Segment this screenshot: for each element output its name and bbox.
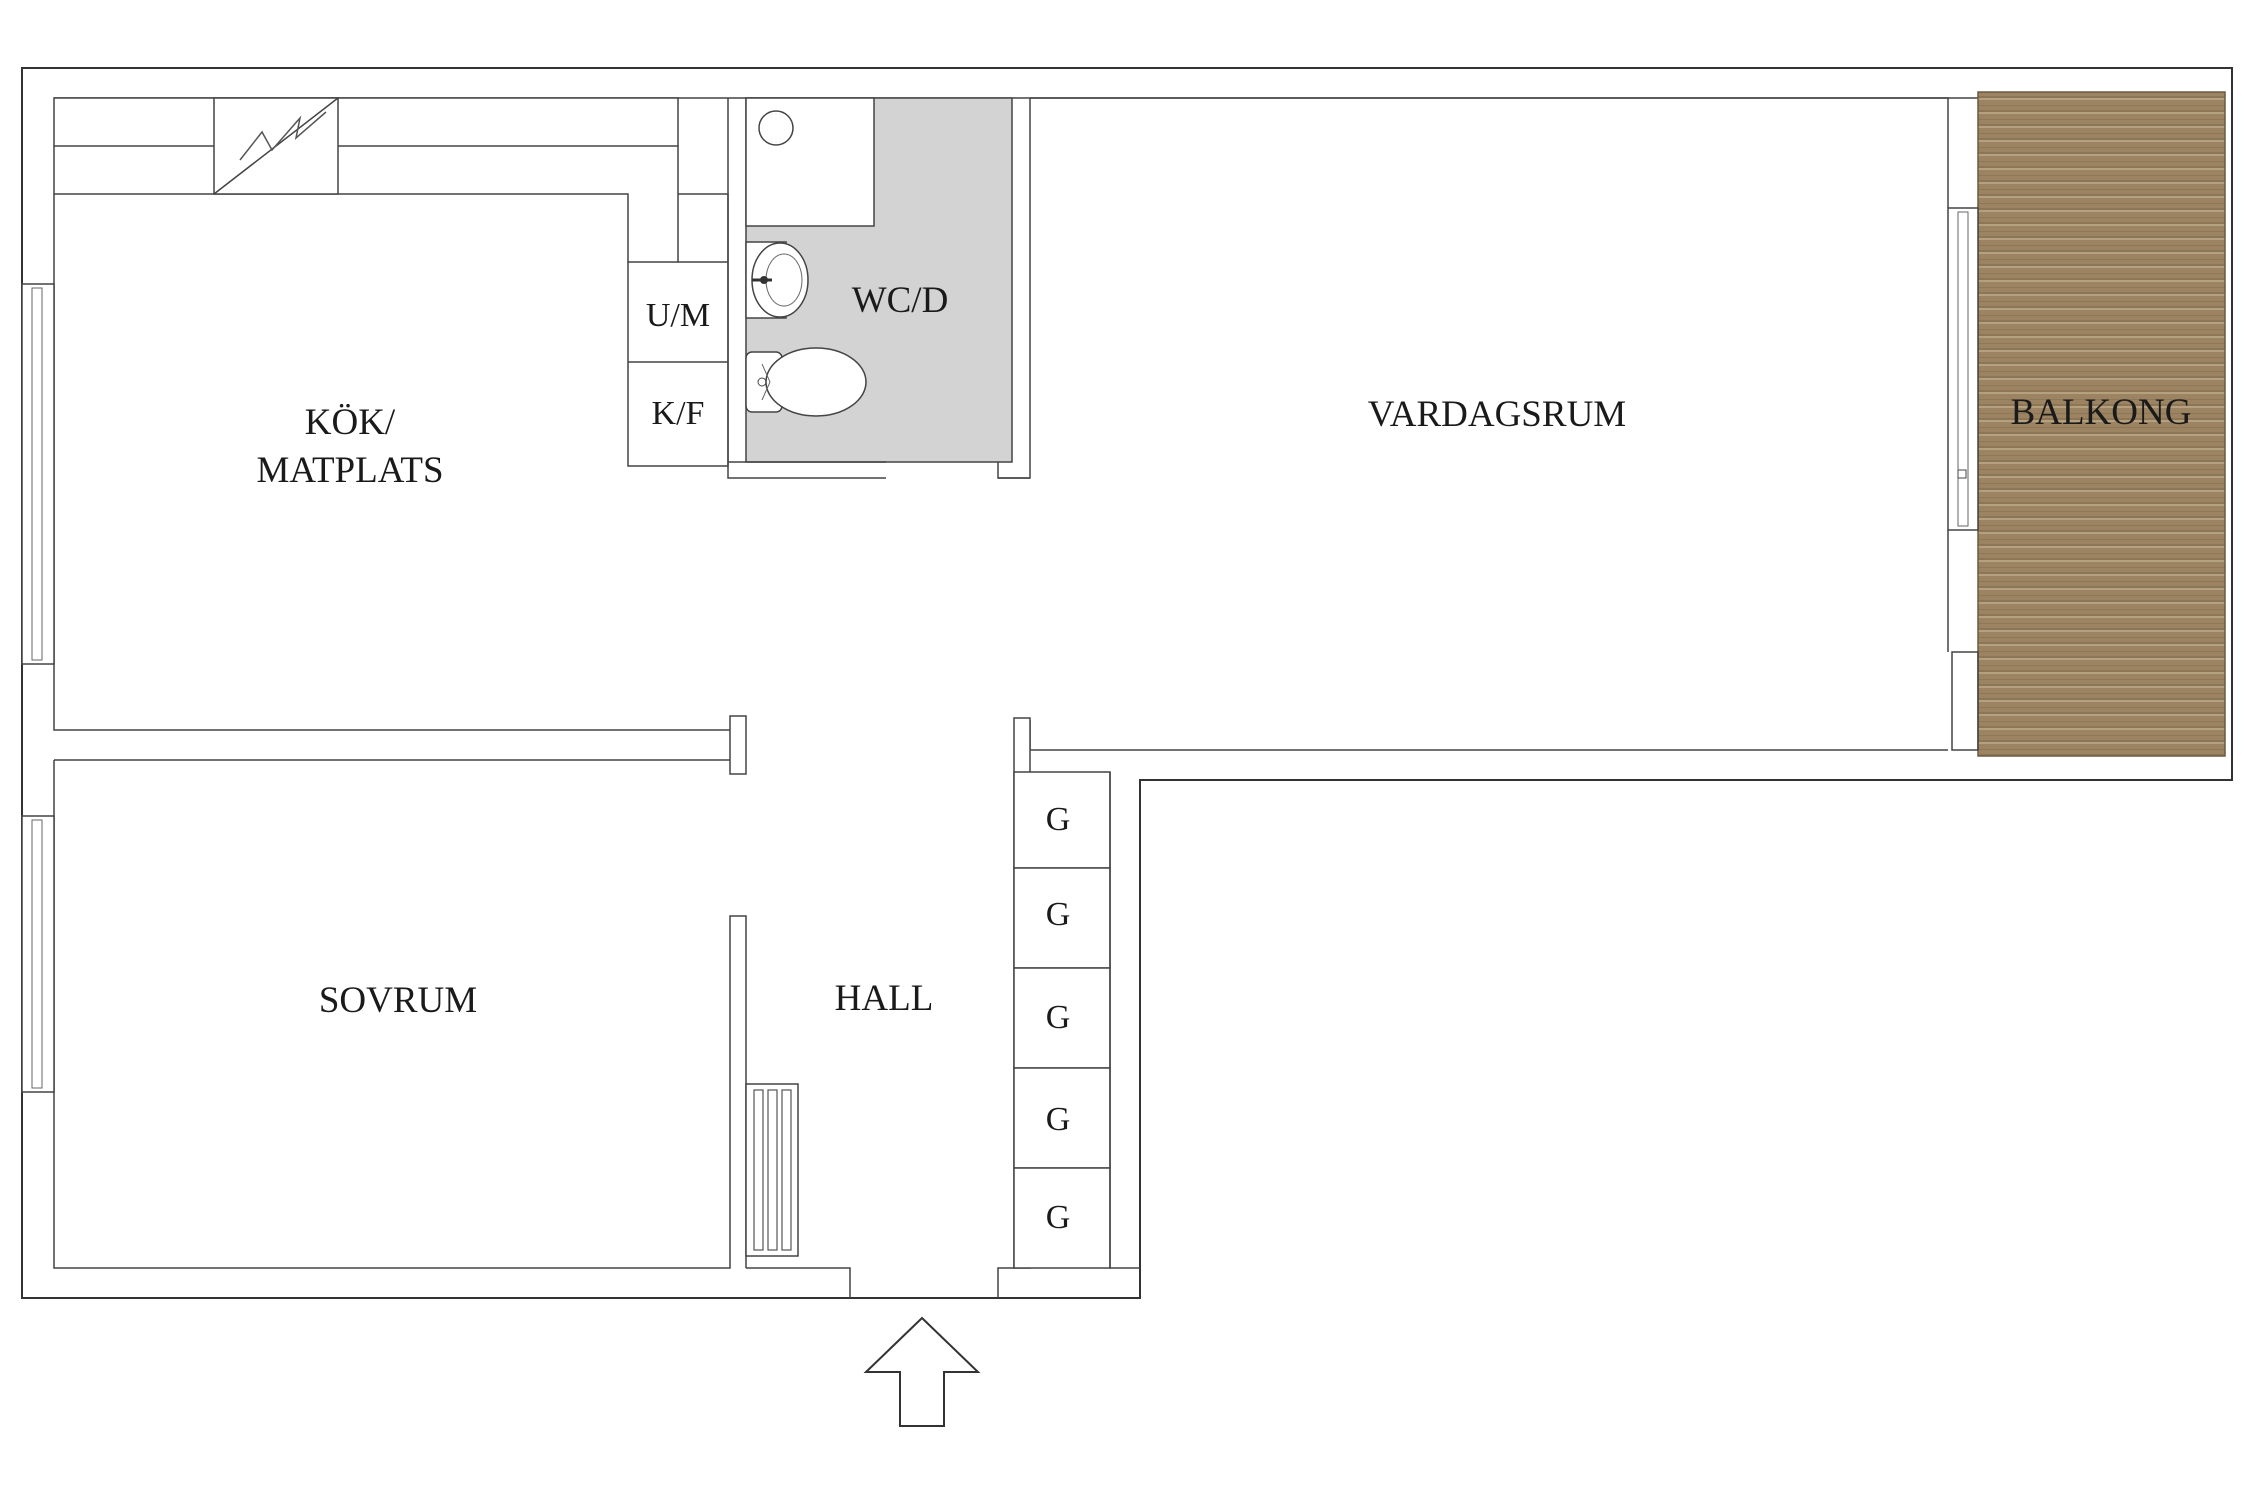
toilet-icon — [745, 347, 867, 417]
kitchen-counter — [53, 97, 729, 467]
bathroom-label: WC/D — [852, 280, 949, 321]
wardrobe-label-2: G — [1046, 896, 1071, 933]
wardrobe — [1013, 867, 1111, 969]
wardrobe — [1013, 771, 1111, 869]
entrance-arrow-icon — [863, 1316, 981, 1427]
wardrobe — [1013, 1067, 1111, 1169]
shower-icon — [745, 97, 875, 227]
bedroom: SOVRUM — [21, 759, 747, 1269]
wardrobe — [1013, 1167, 1111, 1269]
wardrobe-label-4: G — [1046, 1101, 1071, 1138]
wardrobe-label-1: G — [1046, 801, 1071, 838]
hall-label: HALL — [835, 978, 934, 1019]
wardrobe-label-5: G — [1046, 1199, 1071, 1236]
stove-icon — [213, 97, 339, 195]
wardrobe — [1013, 967, 1111, 1069]
washer-label: U/M — [646, 297, 710, 334]
fridge-label: K/F — [652, 395, 705, 432]
balcony-label: BALKONG — [2011, 392, 2192, 433]
sink-icon — [745, 241, 809, 319]
kitchen: KÖK/ MATPLATS — [21, 194, 747, 775]
kitchen-label-line2: MATPLATS — [256, 450, 443, 491]
radiator-icon — [745, 1083, 799, 1257]
living-room-label: VARDAGSRUM — [1368, 394, 1626, 435]
bedroom-label: SOVRUM — [319, 980, 477, 1021]
wardrobes: G G G G G — [1013, 771, 1140, 1269]
wardrobe-label-3: G — [1046, 999, 1071, 1036]
outer-wall — [21, 67, 2233, 1299]
living-room: VARDAGSRUM — [998, 97, 1979, 751]
balcony: BALKONG — [1977, 91, 2226, 757]
kitchen-label-line1: KÖK/ — [305, 402, 396, 443]
